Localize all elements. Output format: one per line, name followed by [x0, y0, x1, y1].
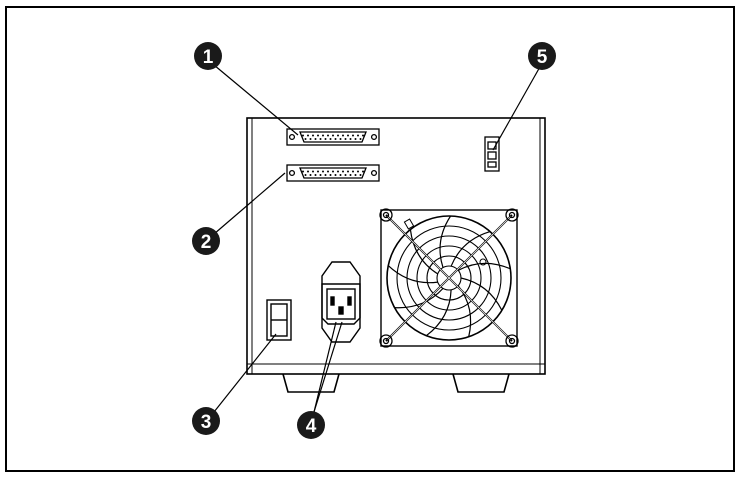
svg-text:5: 5: [537, 47, 548, 68]
leader-line-4b: [313, 321, 343, 413]
callout-1: 1: [194, 42, 222, 70]
callout-2: 2: [192, 227, 220, 255]
leader-line-5: [492, 64, 542, 151]
leader-line-3: [213, 333, 277, 413]
leader-line-4a: [313, 321, 337, 413]
svg-text:4: 4: [306, 416, 317, 437]
callout-5: 5: [528, 42, 556, 70]
svg-text:3: 3: [201, 412, 212, 433]
callout-4: 4: [297, 411, 325, 439]
fan-assembly: [379, 208, 519, 348]
callout-3: 3: [192, 407, 220, 435]
scsi-connector-bottom: [286, 164, 380, 182]
enclosure-feet: [282, 373, 510, 393]
power-inlet: [321, 261, 361, 343]
scsi-connector-top: [286, 128, 380, 146]
enclosure: [246, 117, 546, 375]
leader-line-2: [213, 172, 286, 235]
power-switch: [266, 299, 292, 341]
leader-lines: [213, 64, 542, 413]
svg-text:1: 1: [203, 47, 214, 68]
leader-line-1: [213, 64, 299, 136]
svg-text:2: 2: [201, 232, 212, 253]
figure-frame: [5, 6, 735, 472]
